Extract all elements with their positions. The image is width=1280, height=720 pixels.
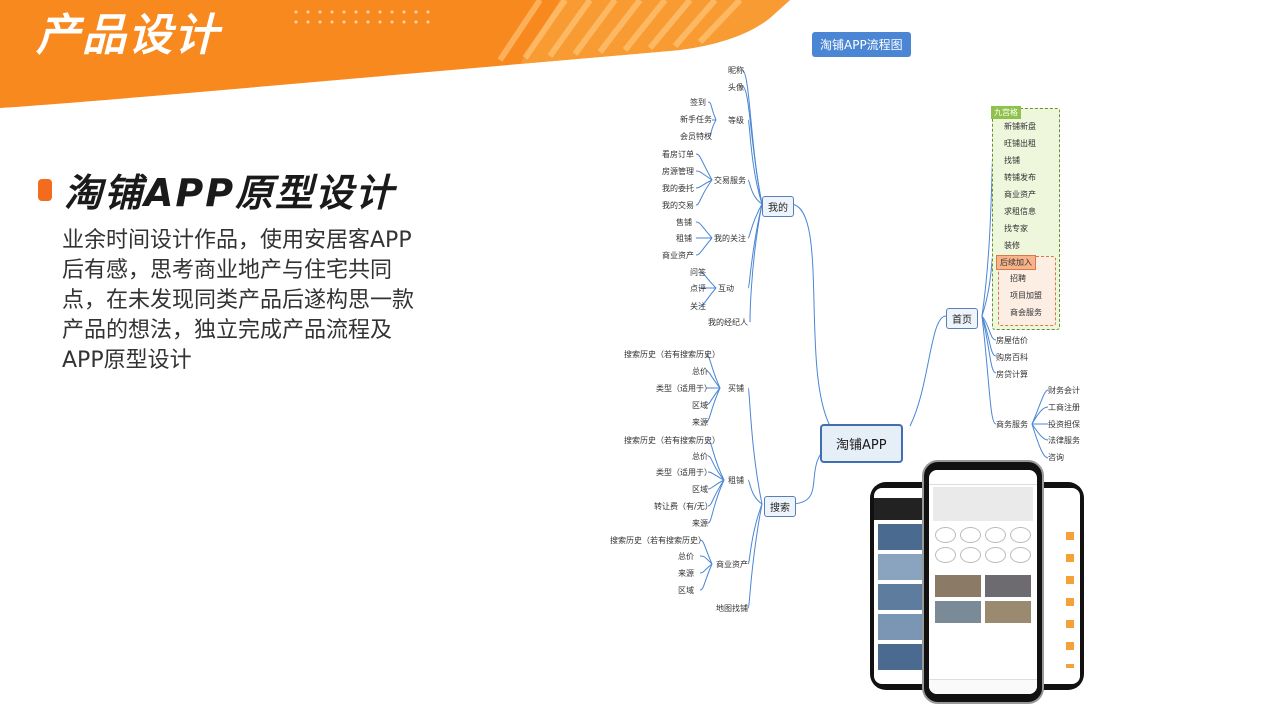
biz-item: 财务会计 <box>1048 386 1080 395</box>
home-item: 购房百科 <box>996 353 1028 362</box>
node-rent-item: 类型（适用于） <box>656 468 712 477</box>
node-trade-item: 我的交易 <box>662 201 694 210</box>
grid-item: 旺铺出租 <box>1004 139 1036 148</box>
node-interact-item: 关注 <box>690 302 706 311</box>
grid-item: 找铺 <box>1004 156 1020 165</box>
node-trade-item: 我的委托 <box>662 184 694 193</box>
node-follow-item: 售铺 <box>676 218 692 227</box>
biz-item: 咨询 <box>1048 453 1064 462</box>
phone-screen <box>929 470 1037 694</box>
node-buy: 买铺 <box>728 384 744 393</box>
banner-shape <box>0 0 790 108</box>
node-level-item: 会员特权 <box>680 132 712 141</box>
node-level-item: 签到 <box>690 98 706 107</box>
grid-tag: 九宫格 <box>991 106 1021 119</box>
node-level: 等级 <box>728 116 744 125</box>
mindmap-title: 淘铺APP流程图 <box>812 32 911 57</box>
node-buy-item: 搜索历史（若有搜索历史） <box>624 350 720 359</box>
node-trade: 交易服务 <box>714 176 746 185</box>
home-item: 房屋估价 <box>996 336 1028 345</box>
description-text: 业余时间设计作品，使用安居客APP后有感，思考商业地产与住宅共同点，在未发现同类… <box>62 228 415 373</box>
biz-item: 工商注册 <box>1048 403 1080 412</box>
node-asset: 商业资产 <box>716 560 748 569</box>
mindmap: 淘铺APP流程图 淘铺APP 我的 昵称 头像 等级 签到 新手任务 会员特权 … <box>600 26 1280 720</box>
node-follow: 我的关注 <box>714 234 746 243</box>
node-avatar: 头像 <box>728 83 744 92</box>
node-asset-item: 总价 <box>678 552 694 561</box>
node-mine: 我的 <box>762 196 794 217</box>
later-item: 招聘 <box>1010 274 1026 283</box>
node-follow-item: 商业资产 <box>662 251 694 260</box>
node-rent-item: 区域 <box>692 485 708 494</box>
node-buy-item: 类型（适用于） <box>656 384 712 393</box>
mindmap-center-node: 淘铺APP <box>820 424 903 463</box>
node-buy-item: 总价 <box>692 367 708 376</box>
node-level-item: 新手任务 <box>680 115 712 124</box>
title-banner: 产品设计 <box>0 0 790 110</box>
node-biz: 商务服务 <box>996 420 1028 429</box>
node-rent-item: 转让费（有/无） <box>654 502 713 511</box>
node-interact-item: 问答 <box>690 268 706 277</box>
node-search: 搜索 <box>764 496 796 517</box>
node-asset-item: 区域 <box>678 586 694 595</box>
phone-mockup-center <box>922 460 1044 704</box>
node-follow-item: 租铺 <box>676 234 692 243</box>
node-buy-item: 区域 <box>692 401 708 410</box>
node-asset-item: 来源 <box>678 569 694 578</box>
grid-item: 求租信息 <box>1004 207 1036 216</box>
node-home: 首页 <box>946 308 978 329</box>
node-asset-item: 搜索历史（若有搜索历史） <box>610 536 706 545</box>
node-agent: 我的经纪人 <box>708 318 748 327</box>
grid-item: 装修 <box>1004 241 1020 250</box>
node-trade-item: 房源管理 <box>662 167 694 176</box>
node-rent: 租铺 <box>728 476 744 485</box>
node-interact-item: 点评 <box>690 284 706 293</box>
later-item: 项目加盟 <box>1010 291 1042 300</box>
heading-text: 淘铺APP原型设计 <box>64 171 396 215</box>
grid-item: 商业资产 <box>1004 190 1036 199</box>
grid-item: 新铺新盘 <box>1004 122 1036 131</box>
node-buy-item: 来源 <box>692 418 708 427</box>
later-tag: 后续加入 <box>996 255 1036 270</box>
grid-item: 找专家 <box>1004 224 1028 233</box>
banner-title: 产品设计 <box>36 10 220 61</box>
node-nickname: 昵称 <box>728 66 744 75</box>
section-heading: 淘铺APP原型设计 <box>38 162 395 217</box>
heading-marker <box>38 178 52 201</box>
node-map: 地图找铺 <box>716 604 748 613</box>
node-interact: 互动 <box>718 284 734 293</box>
later-item: 商会服务 <box>1010 308 1042 317</box>
node-rent-item: 总价 <box>692 452 708 461</box>
grid-item: 转铺发布 <box>1004 173 1036 182</box>
node-rent-item: 来源 <box>692 519 708 528</box>
node-rent-item: 搜索历史（若有搜索历史） <box>624 436 720 445</box>
biz-item: 法律服务 <box>1048 436 1080 445</box>
node-trade-item: 看房订单 <box>662 150 694 159</box>
home-item: 房贷计算 <box>996 370 1028 379</box>
biz-item: 投资担保 <box>1048 420 1080 429</box>
